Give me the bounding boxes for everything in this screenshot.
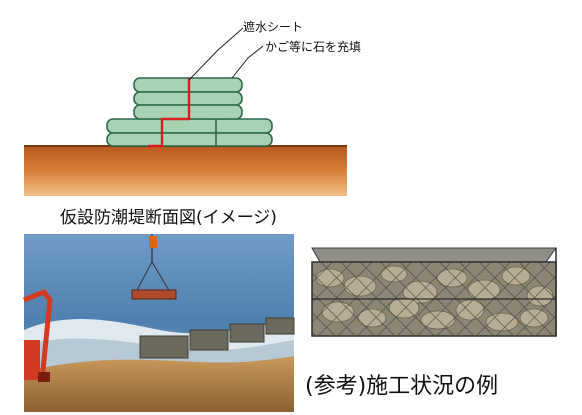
stone-fill-label: かご等に石を充填 bbox=[265, 40, 362, 54]
leader-lines bbox=[188, 27, 264, 81]
waterproof-sheet-line bbox=[148, 78, 191, 148]
waterproof-sheet-label: 遮水シート bbox=[243, 20, 304, 34]
lower-block-tier bbox=[106, 118, 273, 147]
construction-photo bbox=[23, 234, 295, 412]
gabion-basket-photo bbox=[300, 236, 570, 346]
cross-section-caption: 仮設防潮堤断面図(イメージ) bbox=[60, 208, 277, 228]
ground bbox=[24, 145, 347, 196]
photo-caption: (参考)施工状況の例 bbox=[305, 374, 499, 399]
